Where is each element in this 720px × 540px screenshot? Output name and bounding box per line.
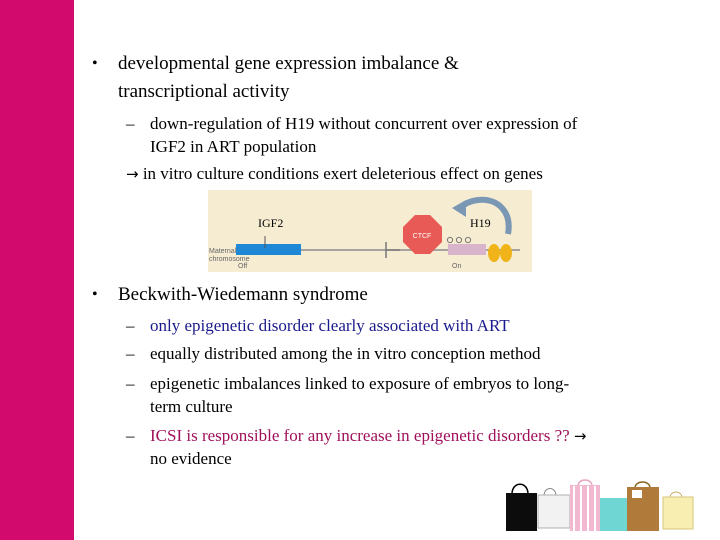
arrow-subitem-text: in vitro culture conditions exert delete… [142, 164, 543, 183]
right-arrow-icon: → [573, 427, 587, 445]
off-label: Off [238, 263, 247, 270]
dash-5: – [126, 426, 135, 445]
shopping-bags-clipart [500, 478, 705, 533]
bullet-dot-2: • [92, 286, 98, 303]
sidebar-accent-bar [0, 0, 74, 540]
subitem-4-line-1: epigenetic imbalances linked to exposure… [150, 374, 570, 393]
bullet-2-line-1: Beckwith-Wiedemann syndrome [118, 284, 368, 305]
dash-4: – [126, 374, 135, 393]
bullet-1-line-2: transcriptional activity [118, 81, 290, 102]
enhancer-2 [500, 244, 512, 262]
dash-2: – [126, 316, 135, 335]
subitem-4-line-2: term culture [150, 397, 233, 416]
imprinting-diagram: IGF2 H19 CTCF Maternal chromosome Off On [208, 190, 532, 272]
maternal-label-2: chromosome [209, 256, 250, 263]
subitem-2-line-1: only epigenetic disorder clearly associa… [150, 316, 510, 335]
ctcf-octagon [403, 215, 442, 254]
subitem-5-line-1: ICSI is responsible for any increase in … [150, 425, 587, 447]
igf2-label: IGF2 [258, 216, 283, 230]
arrow-subitem: → in vitro culture conditions exert dele… [126, 163, 543, 185]
h19-label: H19 [470, 216, 491, 230]
dash-1: – [126, 114, 135, 133]
on-label: On [452, 263, 461, 270]
ctcf-label: CTCF [413, 233, 432, 240]
h19-gene-block [448, 244, 486, 255]
bullet-1-line-1: developmental gene expression imbalance … [118, 53, 459, 74]
subitem-5-text: ICSI is responsible for any increase in … [150, 426, 570, 445]
subitem-3-line-1: equally distributed among the in vitro c… [150, 344, 541, 363]
subitem-1-line-2: IGF2 in ART population [150, 137, 317, 156]
bullet-dot-1: • [92, 55, 98, 72]
imprinting-diagram-svg: IGF2 H19 CTCF Maternal chromosome Off On [209, 196, 520, 270]
dash-3: – [126, 344, 135, 363]
enhancer-1 [488, 244, 500, 262]
maternal-label-1: Maternal [209, 248, 237, 255]
shopping-bags-icon [506, 479, 694, 531]
subitem-5-line-2: no evidence [150, 449, 232, 468]
subitem-1-line-1: down-regulation of H19 without concurren… [150, 114, 578, 133]
igf2-gene-block [236, 244, 301, 255]
right-arrow-icon: → [126, 165, 139, 183]
